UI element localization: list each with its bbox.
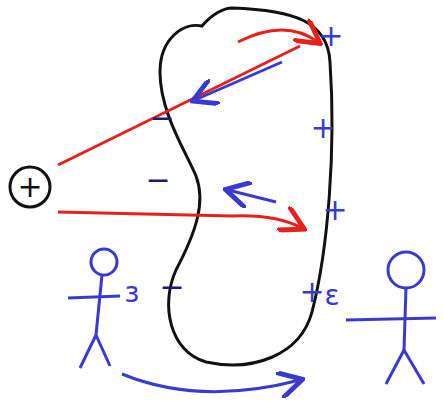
field-line [58,46,300,165]
charge-sign: + [8,165,52,209]
positive-charge: + [310,113,335,143]
negative-charge: − [145,165,170,195]
negative-charge: − [149,103,174,133]
field-line-arc [238,30,318,42]
field-line [58,212,302,228]
negative-charge: − [159,272,184,302]
positive-charge: + [322,195,347,225]
conductor-outline [160,8,332,365]
positive-charge: + [318,21,343,51]
field-symbol: ε [124,279,139,307]
observer-figure [68,249,120,368]
point-charge: + [8,165,52,209]
field-symbol: ε [324,282,339,310]
positive-charge: + [299,277,324,307]
induced-field-arrow [228,190,276,202]
induced-field-arrow [195,62,282,100]
observer-figure [346,252,436,384]
motion-arrow [122,374,300,392]
